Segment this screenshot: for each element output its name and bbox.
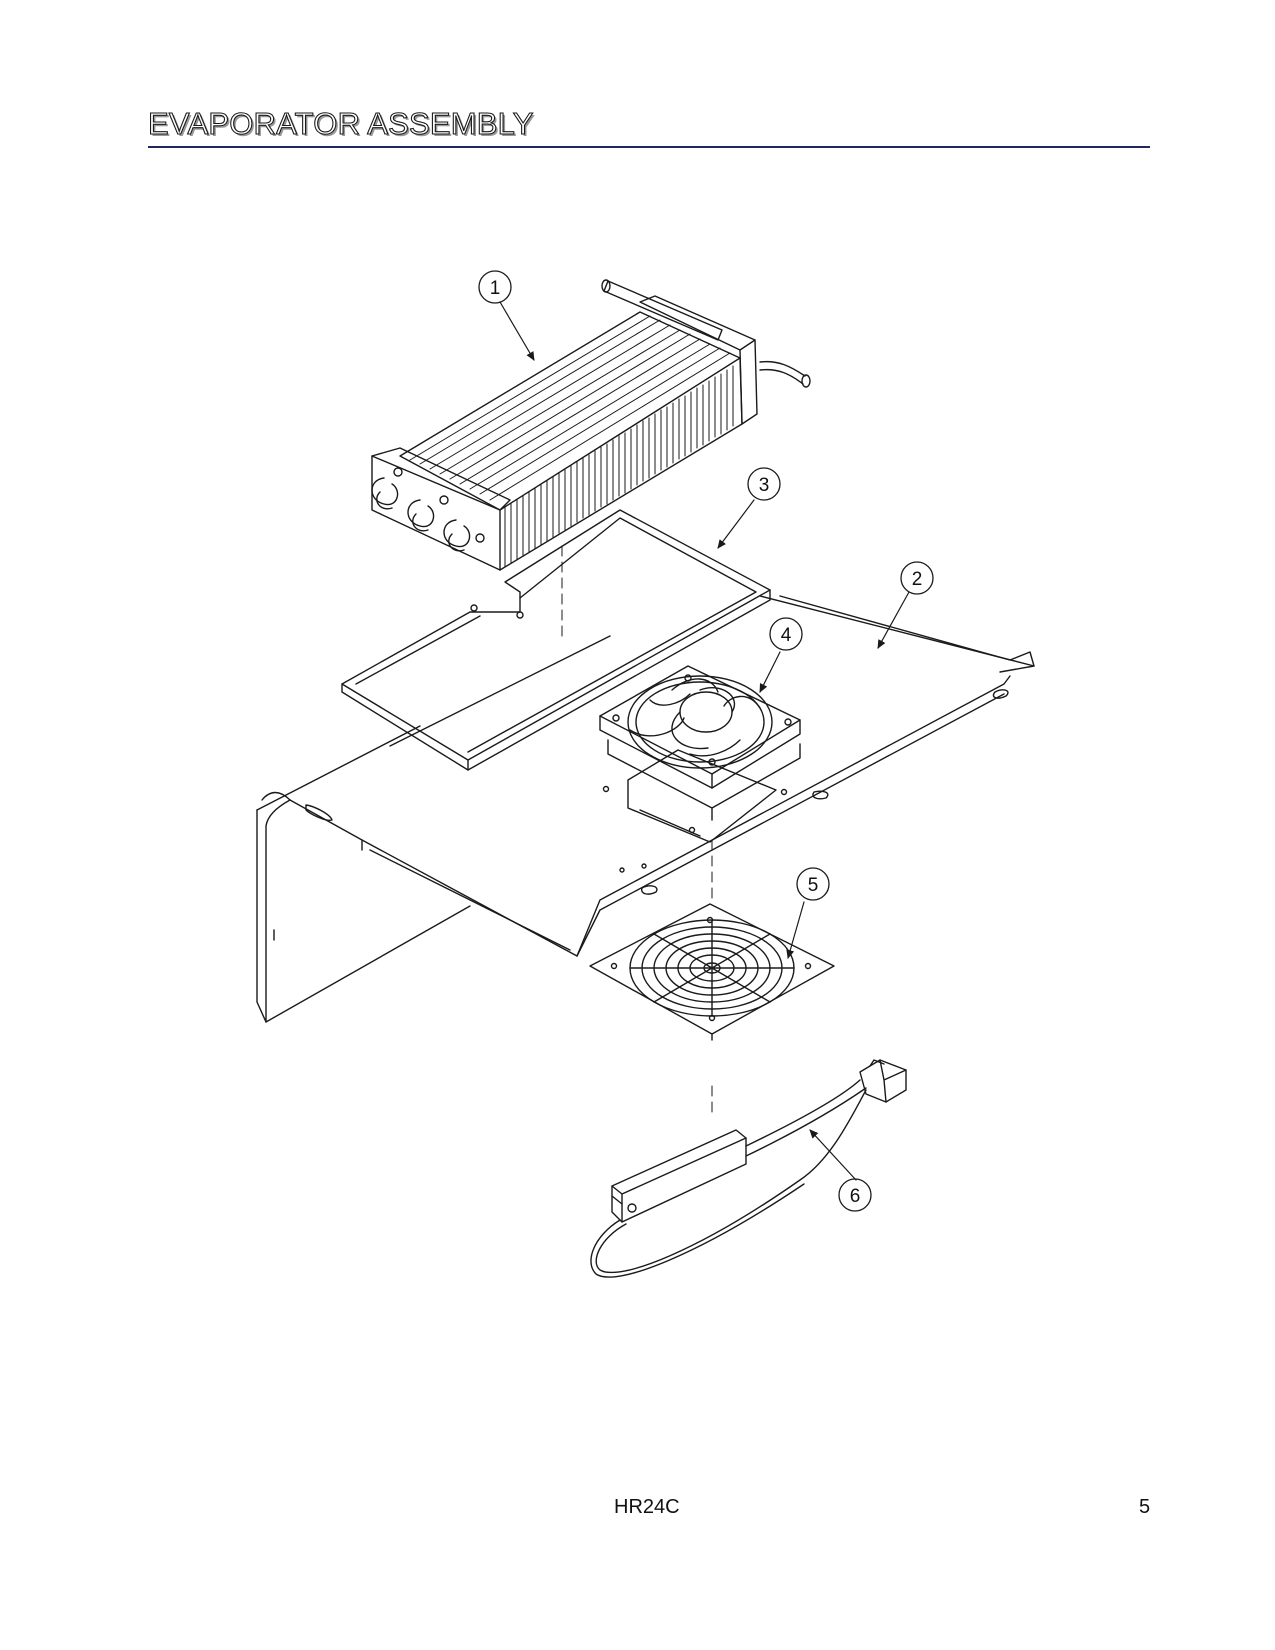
drain-tray bbox=[341, 509, 771, 771]
fan-guard bbox=[589, 903, 835, 1041]
callout-2: 2 bbox=[912, 569, 923, 590]
footer-model: HR24C bbox=[614, 1496, 680, 1518]
evaporator-coil bbox=[371, 279, 811, 571]
fan bbox=[599, 665, 801, 821]
evaporator-fins bbox=[409, 315, 734, 568]
alignment-centerlines bbox=[561, 545, 713, 1113]
evaporator-housing bbox=[256, 595, 1035, 1023]
heater-harness bbox=[590, 1059, 907, 1278]
page-title: EVAPORATOR ASSEMBLY bbox=[147, 105, 534, 141]
leader-lines bbox=[499, 301, 910, 1181]
title-rule bbox=[148, 146, 1150, 148]
callout-4: 4 bbox=[781, 625, 792, 646]
return-bends bbox=[371, 467, 485, 552]
callout-6: 6 bbox=[850, 1186, 861, 1207]
callout-3: 3 bbox=[759, 475, 770, 496]
callout-1: 1 bbox=[490, 278, 501, 299]
callout-circles bbox=[478, 270, 934, 1212]
page-number: 5 bbox=[1139, 1496, 1151, 1518]
callout-5: 5 bbox=[808, 875, 819, 896]
